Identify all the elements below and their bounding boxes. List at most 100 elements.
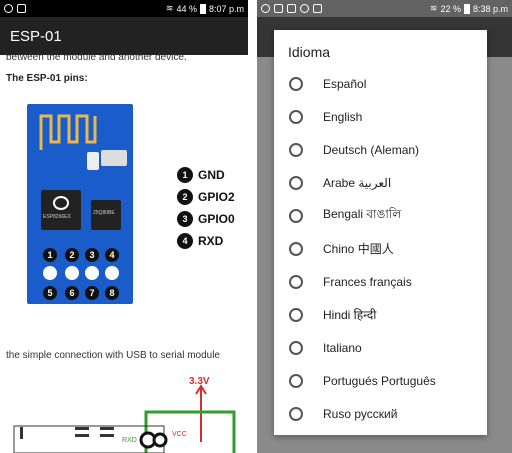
rxd-label: RXD	[122, 437, 137, 444]
language-dialog: Idioma Español English Deutsch (Aleman) …	[274, 30, 487, 435]
status-bar: ≋ 22 % 8:38 p.m	[257, 0, 512, 17]
radio-button[interactable]	[289, 406, 303, 421]
radio-button[interactable]	[289, 109, 303, 124]
antenna-trace	[39, 114, 97, 150]
pin-number: 7	[85, 286, 99, 300]
language-option-hindi[interactable]: Hindi हिन्दी	[274, 298, 487, 331]
status-right: ≋ 22 % 8:38 p.m	[430, 3, 508, 14]
radio-button[interactable]	[289, 274, 303, 289]
battery-percent: 44 %	[176, 3, 197, 14]
option-label: Deutsch (Aleman)	[323, 142, 420, 157]
option-label: Hindi हिन्दी	[323, 308, 377, 322]
clock: 8:07 p.m	[208, 3, 244, 14]
battery-percent: 22 %	[440, 3, 461, 14]
language-option-deutsch[interactable]: Deutsch (Aleman)	[274, 133, 487, 166]
instagram-icon	[300, 4, 309, 13]
pin-number: 6	[65, 286, 79, 300]
voltage-label: 3.3V	[189, 376, 210, 387]
radio-button[interactable]	[289, 241, 303, 256]
status-bar: ≋ 44 % 8:07 p.m	[0, 0, 248, 17]
language-option-italiano[interactable]: Italiano	[274, 331, 487, 364]
battery-icon	[199, 3, 206, 14]
legend-label: GPIO0	[198, 212, 235, 226]
legend-row: 4 RXD	[177, 230, 235, 252]
right-screen: ≋ 22 % 8:38 p.m Idioma Español English D…	[257, 0, 512, 453]
pin-pad	[43, 266, 57, 280]
legend-number: 4	[177, 233, 193, 249]
option-label: Español	[323, 76, 367, 91]
vcc-label: VCC	[172, 431, 187, 438]
radio-button[interactable]	[289, 175, 303, 190]
option-label: Portugués Português	[323, 373, 436, 388]
gallery-icon	[274, 4, 283, 13]
cut-text: between the module and another device.	[6, 53, 187, 61]
pin-number: 1	[43, 248, 57, 262]
paragraph-text: the simple connection with USB to serial…	[6, 350, 220, 361]
image-icon	[17, 4, 26, 13]
radio-button[interactable]	[289, 208, 303, 223]
flash-chip: 25Q80BE	[91, 200, 121, 230]
pin-number: 4	[105, 248, 119, 262]
legend-number: 1	[177, 167, 193, 183]
legend-row: 3 GPIO0	[177, 208, 235, 230]
legend-label: GPIO2	[198, 190, 235, 204]
radio-button[interactable]	[289, 76, 303, 91]
language-option-frances[interactable]: Frances français	[274, 265, 487, 298]
radio-button[interactable]	[289, 142, 303, 157]
whatsapp-icon	[4, 4, 13, 13]
photo-icon	[313, 4, 322, 13]
option-label: Ruso русский	[323, 406, 398, 421]
pin-legend: 1 GND 2 GPIO2 3 GPIO0 4 RXD	[177, 164, 235, 252]
mail-icon	[287, 4, 296, 13]
whatsapp-icon	[261, 4, 270, 13]
legend-row: 2 GPIO2	[177, 186, 235, 208]
option-label: Frances français	[323, 274, 412, 289]
legend-label: GND	[198, 168, 225, 182]
left-screen: ≋ 44 % 8:07 p.m ESP-01 between the modul…	[0, 0, 248, 453]
status-right: ≋ 44 % 8:07 p.m	[166, 3, 244, 14]
language-option-espanol[interactable]: Español	[274, 67, 487, 100]
language-option-bengali[interactable]: Bengali বাঙালি	[274, 199, 487, 232]
language-option-portugues[interactable]: Portugués Português	[274, 364, 487, 397]
clock: 8:38 p.m	[472, 3, 508, 14]
legend-number: 3	[177, 211, 193, 227]
language-option-arabe[interactable]: Arabe العربية	[274, 166, 487, 199]
esp01-board-image: ESP8266EX 25Q80BE 1 2 3 4 5 6 7 8	[27, 104, 133, 304]
notification-icons	[261, 4, 322, 13]
notification-icons	[4, 4, 26, 13]
wifi-icon: ≋	[165, 3, 174, 13]
option-label: Chino 中國人	[323, 242, 394, 256]
radio-button[interactable]	[289, 373, 303, 388]
usb-serial-schematic: 3.3V VCC RXD	[13, 376, 236, 453]
app-bar: ESP-01	[0, 17, 248, 55]
dialog-title: Idioma	[288, 44, 331, 60]
pins-heading: The ESP-01 pins:	[6, 73, 88, 84]
radio-button[interactable]	[289, 340, 303, 355]
battery-icon	[463, 3, 470, 14]
main-chip-label: ESP8266EX	[43, 214, 71, 220]
flash-chip-label: 25Q80BE	[93, 210, 115, 216]
legend-label: RXD	[198, 234, 224, 248]
pin-number: 5	[43, 286, 57, 300]
option-label: Bengali বাঙালি	[323, 206, 402, 221]
pin-pad	[85, 266, 99, 280]
language-option-english[interactable]: English	[274, 100, 487, 133]
main-chip: ESP8266EX	[41, 190, 81, 230]
pin-number: 8	[105, 286, 119, 300]
radio-button[interactable]	[289, 307, 303, 322]
wifi-icon: ≋	[429, 3, 438, 13]
espressif-logo-icon	[53, 196, 69, 210]
smd-parts	[101, 150, 127, 166]
pin-pad	[105, 266, 119, 280]
language-option-ruso[interactable]: Ruso русский	[274, 397, 487, 430]
pin-number: 3	[85, 248, 99, 262]
pin-number: 2	[65, 248, 79, 262]
option-label: English	[323, 109, 363, 124]
option-label: Italiano	[323, 340, 362, 355]
option-label: Arabe العربية	[323, 175, 392, 190]
legend-number: 2	[177, 189, 193, 205]
crystal-chip	[87, 152, 99, 170]
page-title: ESP-01	[10, 27, 62, 45]
language-option-chino[interactable]: Chino 中國人	[274, 232, 487, 265]
pin-pad	[65, 266, 79, 280]
